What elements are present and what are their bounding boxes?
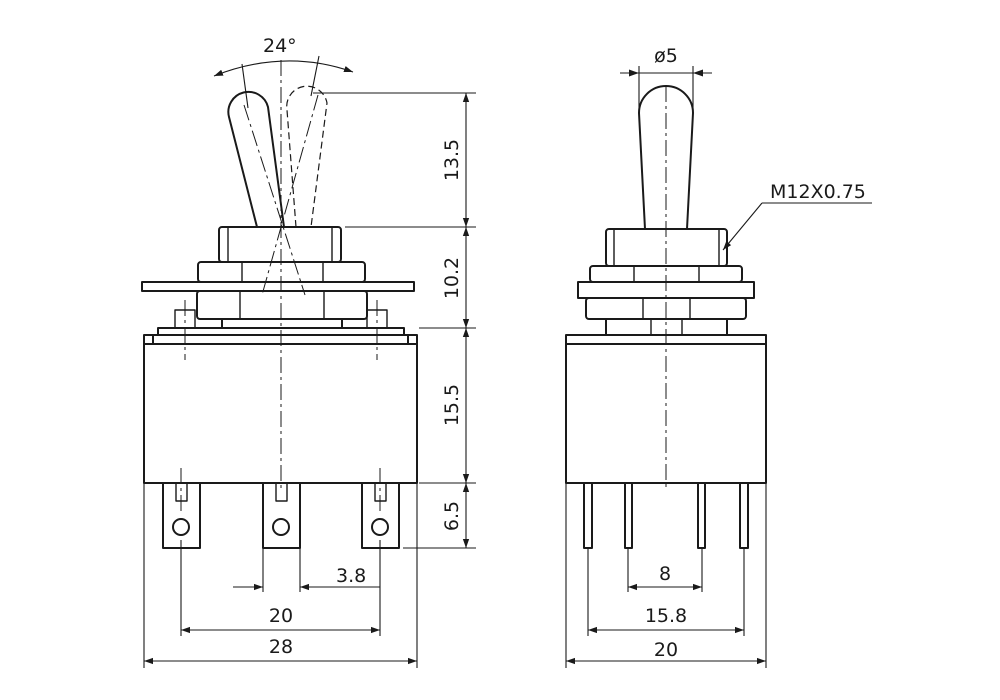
front-terminals: [162, 482, 400, 549]
dim-lever-diameter: ø5: [654, 45, 678, 67]
dim-side-width: 20: [654, 639, 678, 661]
side-dimensions: ø5 M12X0.75 8 15.8 20: [565, 45, 872, 668]
front-lever-alt-position: [286, 85, 328, 228]
dim-body-height: 15.5: [441, 384, 463, 426]
dim-terminal-length: 6.5: [441, 501, 463, 531]
dim-lever-height: 13.5: [441, 139, 463, 181]
dim-thread: M12X0.75: [770, 181, 866, 203]
front-panel-plate: [141, 281, 415, 292]
front-lower-nut: [196, 290, 368, 320]
dim-angle: 24°: [263, 35, 297, 57]
dim-side-span: 15.8: [645, 605, 687, 627]
front-dimensions: 24° 13.5 10.2 15.5 6.5 3.8 20 28: [143, 35, 476, 668]
dim-side-pitch: 8: [659, 563, 671, 585]
front-bushing: [218, 226, 342, 263]
dim-bushing-height: 10.2: [441, 257, 463, 299]
side-view: [565, 85, 767, 549]
dim-terminal-span: 20: [269, 605, 293, 627]
front-lever: [227, 90, 285, 228]
front-view: [141, 60, 418, 549]
dim-body-width: 28: [269, 636, 293, 658]
side-terminals: [583, 482, 749, 549]
dim-terminal-pitch: 3.8: [336, 565, 366, 587]
